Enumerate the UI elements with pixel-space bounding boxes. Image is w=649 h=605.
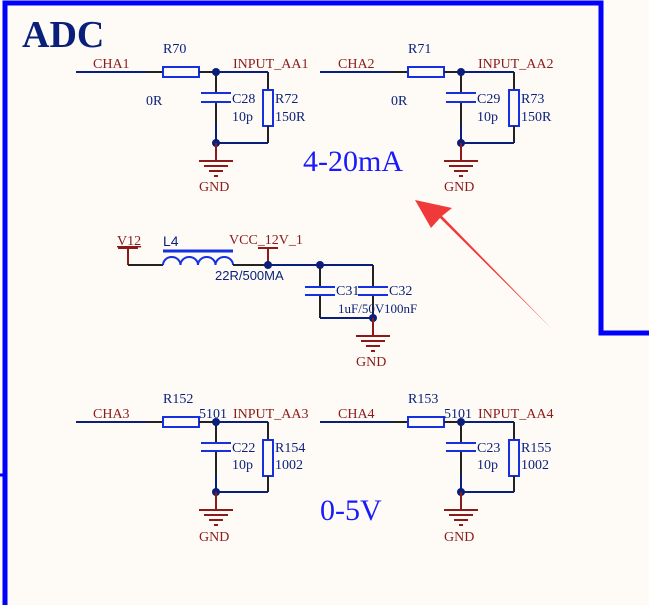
ground-symbol [356,318,390,352]
value-label: 22R/500MA [215,268,284,283]
resistor-r72[interactable] [262,89,274,127]
power-filter-circuit: V12 L4 22R/500MA VCC_12V_1 C31 C32 1uF/5… [117,233,417,370]
power-label-input: V12 [117,234,141,249]
power-label-output: VCC_12V_1 [229,233,303,248]
mode-label-current: 4-20mA [303,145,403,178]
channel-2-circuit: CHA2 R71 0R INPUT_AA2 C29 10p R73 150R G… [320,42,553,195]
designator: C32 [389,284,412,299]
value-label: 10p [477,458,498,473]
value-label: 1002 [275,458,303,473]
designator: C31 [336,284,359,299]
resistor-r152[interactable] [162,416,200,428]
resistor-r153[interactable] [407,416,445,428]
designator: R154 [275,441,305,456]
value-label: 150R [275,110,306,125]
designator: R70 [163,42,186,57]
gnd-label: GND [199,530,229,545]
value-label: 100nF [384,301,417,316]
value-label: 10p [232,110,253,125]
channel-3-circuit: CHA3 R152 5101 INPUT_AA3 C22 10p R154 10… [76,392,308,545]
designator: R155 [521,441,551,456]
net-label-out: INPUT_AA4 [478,407,553,422]
gnd-label: GND [444,180,474,195]
resistor-r155[interactable] [508,439,520,477]
resistor-r70[interactable] [162,66,200,78]
net-label-in: CHA3 [93,407,130,422]
annotation-arrow-icon [415,200,551,328]
ground-symbol [199,143,233,177]
value-label: 1002 [521,458,549,473]
value-label: 5101 [444,407,472,422]
designator: R72 [275,92,298,107]
designator: C23 [477,441,500,456]
designator: R152 [163,392,193,407]
designator: L4 [163,233,179,249]
designator: R73 [521,92,544,107]
net-label-out: INPUT_AA2 [478,57,553,72]
mode-label-voltage: 0-5V [320,494,382,527]
ground-symbol [444,143,478,177]
channel-1-circuit: CHA1 R70 0R INPUT_AA1 C28 10p R72 150R G… [76,42,308,195]
ground-symbol [199,492,233,526]
net-label-in: CHA4 [338,407,375,422]
gnd-label: GND [199,180,229,195]
net-label-out: INPUT_AA3 [233,407,308,422]
value-label: 1uF/50V [338,301,385,316]
designator: C22 [232,441,255,456]
gnd-label: GND [356,355,386,370]
resistor-r71[interactable] [407,66,445,78]
value-label: 5101 [199,407,227,422]
ground-symbol [444,492,478,526]
value-label: 10p [477,110,498,125]
resistor-r73[interactable] [508,89,520,127]
junction-dot [212,68,220,76]
net-label-in: CHA2 [338,57,375,72]
designator: R71 [408,42,431,57]
resistor-r154[interactable] [262,439,274,477]
value-label: 0R [391,94,408,109]
channel-4-circuit: CHA4 R153 5101 INPUT_AA4 C23 10p R155 10… [320,392,553,545]
net-label-out: INPUT_AA1 [233,57,308,72]
value-label: 0R [146,94,163,109]
gnd-label: GND [444,530,474,545]
sheet-title: ADC [22,14,104,56]
net-label-in: CHA1 [93,57,130,72]
inductor-l4[interactable] [162,256,234,266]
designator: C28 [232,92,255,107]
value-label: 150R [521,110,552,125]
value-label: 10p [232,458,253,473]
designator: R153 [408,392,438,407]
designator: C29 [477,92,500,107]
